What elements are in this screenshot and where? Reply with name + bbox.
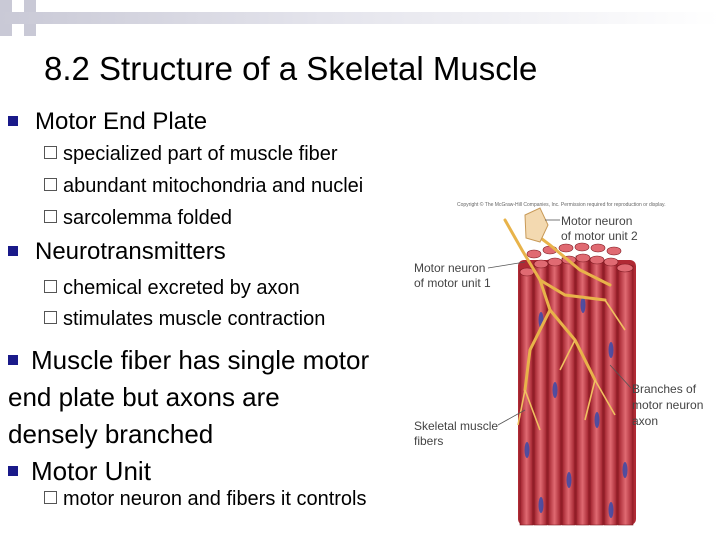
sub-bullet: abundant mitochondria and nuclei: [44, 174, 363, 198]
bullet-text: Neurotransmitters: [35, 238, 226, 265]
checkbox-bullet-icon: [44, 311, 57, 325]
label-motor-unit-2: of motor unit 2: [561, 229, 638, 243]
header-bar: [0, 12, 720, 24]
bullet-text: Motor End Plate: [35, 108, 208, 135]
bullet-neurotransmitters: Neurotransmitters: [8, 238, 226, 266]
square-bullet-icon: [8, 466, 18, 477]
axon-branches: [517, 299, 626, 431]
sub-bullet: specialized part of muscle fiber: [44, 142, 338, 166]
checkbox-bullet-icon: [44, 280, 57, 294]
neuron-cell-body: [524, 207, 549, 243]
checkbox-bullet-icon: [44, 491, 57, 505]
label-motor-unit-1: of motor unit 1: [414, 276, 491, 290]
sub-bullet: sarcolemma folded: [44, 206, 232, 230]
figure-copyright: Copyright © The McGraw-Hill Companies, I…: [457, 202, 666, 208]
bullet-motor-end-plate: Motor End Plate: [8, 108, 207, 136]
sub-bullet: chemical excreted by axon: [44, 276, 300, 300]
label-branches: Branches of: [632, 382, 697, 396]
label-motor-neuron-branches: motor neuron: [632, 398, 703, 412]
bullet-motor-unit: Motor Unit: [8, 453, 428, 490]
bullet-line: Muscle fiber has single motor: [8, 342, 428, 379]
label-fibers: fibers: [414, 434, 443, 448]
checkbox-bullet-icon: [44, 178, 57, 192]
sub-bullet: motor neuron and fibers it controls: [44, 487, 367, 511]
square-bullet-icon: [8, 355, 18, 366]
bullet-line: densely branched: [8, 419, 214, 449]
sub-bullet: stimulates muscle contraction: [44, 307, 325, 331]
square-bullet-icon: [8, 245, 18, 256]
label-motor-neuron-1: Motor neuron: [414, 261, 485, 275]
motor-unit-figure: Motor neuron of motor unit 2 Motor neuro…: [414, 207, 703, 526]
square-bullet-icon: [8, 115, 18, 126]
checkbox-bullet-icon: [44, 210, 57, 224]
leader-lines: [487, 219, 632, 426]
label-skeletal-muscle: Skeletal muscle: [414, 419, 498, 433]
label-axon: axon: [632, 414, 658, 428]
bullet-line: end plate but axons are: [8, 382, 280, 412]
checkbox-bullet-icon: [44, 146, 57, 160]
muscle-fiber-bundle: [518, 242, 636, 526]
bullet-muscle-fiber: Muscle fiber has single motor end plate …: [8, 342, 428, 490]
slide-title: 8.2 Structure of a Skeletal Muscle: [44, 50, 538, 87]
label-motor-neuron-2: Motor neuron: [561, 214, 632, 228]
